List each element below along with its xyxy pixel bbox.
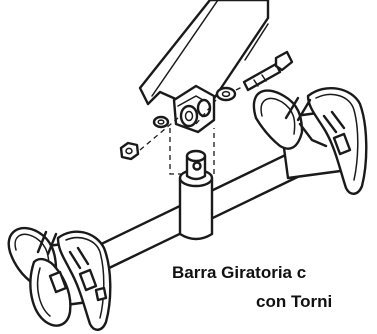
clevis-bracket bbox=[172, 84, 216, 134]
nut bbox=[119, 141, 140, 161]
washer-left bbox=[152, 115, 170, 129]
hook-assembly-left bbox=[7, 226, 112, 331]
hook-assembly-right bbox=[252, 87, 368, 195]
washer-right bbox=[215, 86, 237, 102]
bolt bbox=[242, 50, 294, 92]
caption-line-2: con Torni bbox=[256, 292, 333, 312]
caption-line-1: Barra Giratoria c bbox=[172, 263, 307, 283]
swivel-post bbox=[178, 149, 214, 241]
